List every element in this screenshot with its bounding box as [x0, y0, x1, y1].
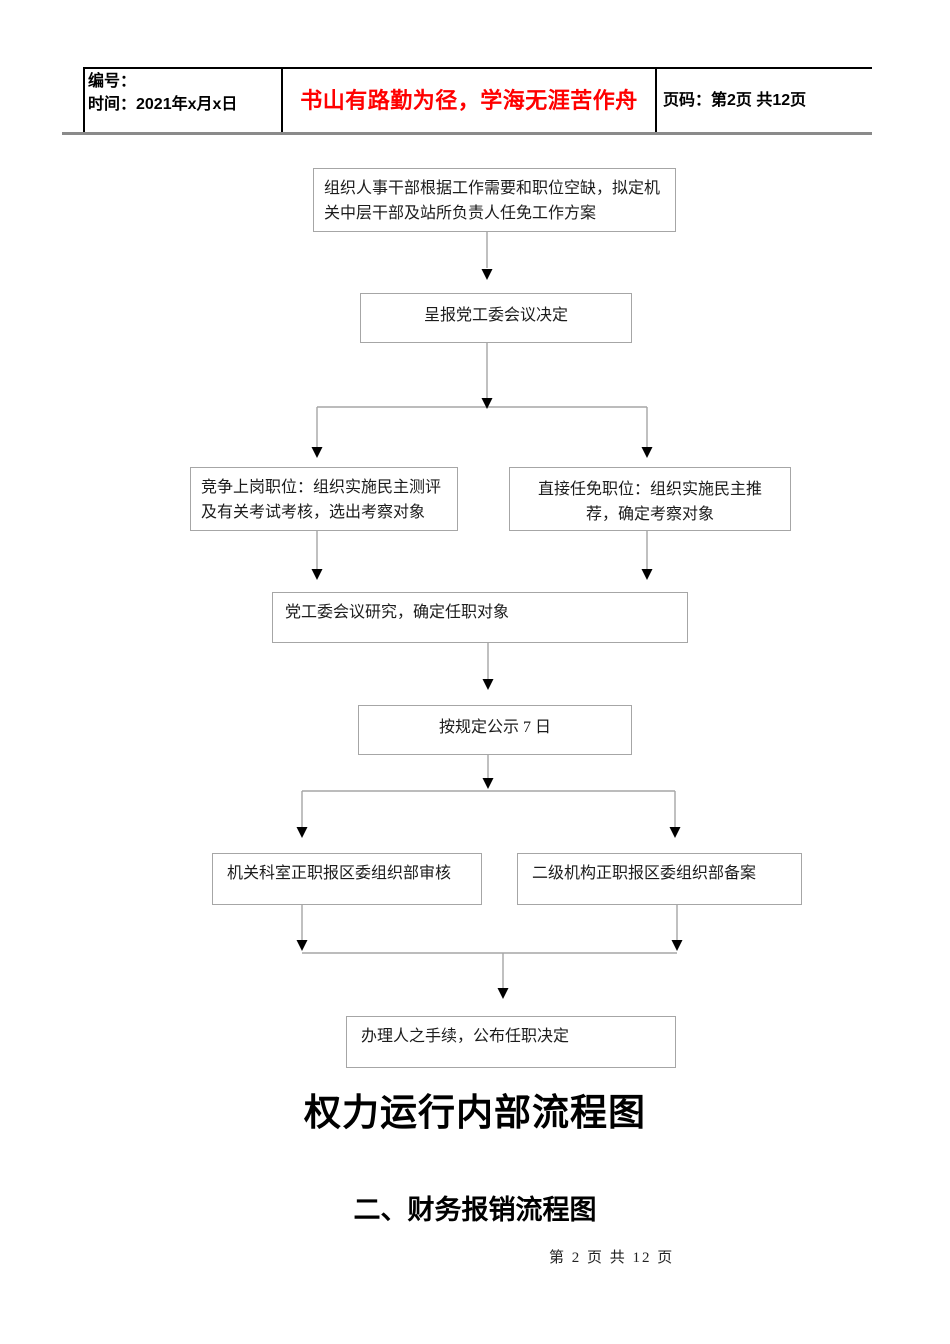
flow-node-public-notice: 按规定公示 7 日	[358, 705, 632, 755]
flow-node-competitive-posts: 竞争上岗职位：组织实施民主测评及有关考试考核，选出考察对象	[190, 467, 458, 531]
flow-node-committee-study: 党工委会议研究，确定任职对象	[272, 592, 688, 643]
header-table-top-border	[83, 67, 872, 69]
header-table-divider-1	[281, 67, 283, 134]
flow-node-report-committee: 呈报党工委会议决定	[360, 293, 632, 343]
header-time-label: 时间：2021年x月x日	[88, 96, 238, 113]
section-heading: 二、财务报销流程图	[353, 1195, 597, 1225]
flow-node-secondary-org-filing: 二级机构正职报区委组织部备案	[517, 853, 802, 905]
page-title: 权力运行内部流程图	[304, 1093, 646, 1134]
flow-node-direct-appointment: 直接任免职位：组织实施民主推荐，确定考察对象	[509, 467, 791, 531]
header-page-info: 页码：第2页 共12页	[663, 92, 807, 109]
header-slogan: 书山有路勤为径，学海无涯苦作舟	[300, 88, 638, 113]
header-table-bottom-border	[62, 132, 872, 135]
header-table-divider-2	[655, 67, 657, 134]
flow-node-draft-plan: 组织人事干部根据工作需要和职位空缺，拟定机关中层干部及站所负责人任免工作方案	[313, 168, 676, 232]
flow-node-announce-decision: 办理人之手续，公布任职决定	[346, 1016, 676, 1068]
flow-node-office-chief-review: 机关科室正职报区委组织部审核	[212, 853, 482, 905]
header-table-left-border	[83, 67, 85, 134]
header-meta-cell: 编号： 时间：2021年x月x日	[88, 70, 276, 116]
header-number-label: 编号：	[88, 73, 137, 90]
footer-page-number: 第 2 页 共 12 页	[549, 1250, 675, 1266]
